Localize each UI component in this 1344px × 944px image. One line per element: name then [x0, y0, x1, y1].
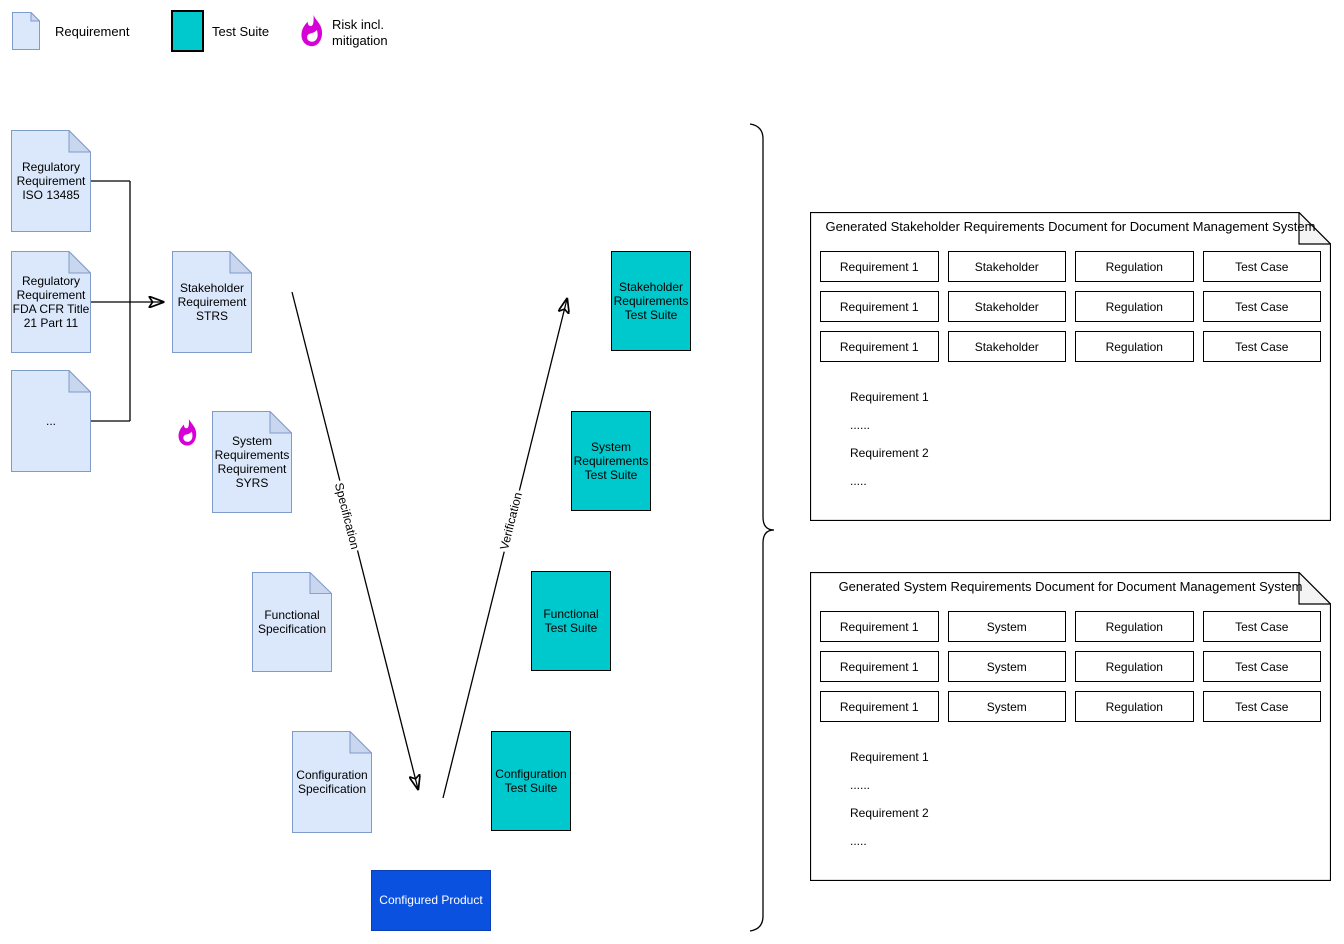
functional-test-suite-box: Functional Test Suite: [531, 571, 611, 671]
curly-brace: [749, 123, 775, 932]
cell-regulation: Regulation: [1075, 331, 1194, 362]
body-line: ......: [850, 418, 871, 432]
doc-label: Configuration Specification: [296, 767, 368, 796]
legend-test-suite-label: Test Suite: [212, 24, 270, 39]
note-document-icon: [11, 251, 91, 353]
cell-stakeholder: Stakeholder: [947, 291, 1066, 322]
stakeholder-requirements-test-suite-box: Stakeholder Requirements Test Suite: [611, 251, 691, 351]
system-requirements-test-suite-box: System Requirements Test Suite: [571, 411, 651, 511]
regulatory-docs-connector: [91, 180, 131, 422]
verification-edge-label: Verification: [496, 488, 526, 554]
cell-test-case: Test Case: [1202, 251, 1321, 282]
body-line: ......: [850, 778, 871, 792]
cell-system: System: [947, 651, 1066, 682]
legend-requirement-icon: [12, 12, 40, 50]
traceability-grid: Requirement 1 System Regulation Test Cas…: [820, 611, 1321, 722]
cell-regulation: Regulation: [1075, 611, 1194, 642]
cell-requirement: Requirement 1: [820, 611, 939, 642]
cell-test-case: Test Case: [1202, 331, 1321, 362]
product-label: Configured Product: [379, 893, 483, 908]
cell-test-case: Test Case: [1202, 611, 1321, 642]
note-document-icon: [212, 411, 292, 513]
generated-stakeholder-requirements-panel: Generated Stakeholder Requirements Docum…: [810, 212, 1331, 521]
test-suite-label: System Requirements Test Suite: [573, 439, 649, 483]
doc-stakeholder-requirement-strs: Stakeholder Requirement STRS: [172, 251, 252, 353]
doc-regulatory-ellipsis: ...: [11, 370, 91, 472]
test-suite-label: Stakeholder Requirements Test Suite: [613, 279, 689, 323]
test-suite-label: Functional Test Suite: [543, 606, 599, 635]
cell-system: System: [947, 691, 1066, 722]
cell-requirement: Requirement 1: [820, 331, 939, 362]
cell-requirement: Requirement 1: [820, 691, 939, 722]
cell-test-case: Test Case: [1202, 651, 1321, 682]
doc-label: Functional Specification: [257, 607, 327, 636]
requirements-body-text: Requirement 1 ...... Requirement 2 .....: [850, 390, 929, 502]
cell-requirement: Requirement 1: [820, 251, 939, 282]
body-line: Requirement 2: [850, 806, 929, 820]
legend-requirement-label: Requirement: [55, 24, 130, 39]
generated-system-requirements-panel: Generated System Requirements Document f…: [810, 572, 1331, 881]
cell-stakeholder: Stakeholder: [947, 251, 1066, 282]
note-document-icon: [11, 130, 91, 232]
doc-label: Stakeholder Requirement STRS: [177, 280, 247, 324]
note-document-icon: [172, 251, 252, 353]
legend-risk-label: Risk incl. mitigation: [332, 17, 388, 49]
body-line: Requirement 1: [850, 750, 929, 764]
configured-product-box: Configured Product: [371, 870, 491, 931]
table-row: Requirement 1 Stakeholder Regulation Tes…: [820, 291, 1321, 322]
panel-title: Generated Stakeholder Requirements Docum…: [825, 219, 1316, 234]
requirements-body-text: Requirement 1 ...... Requirement 2 .....: [850, 750, 929, 862]
test-suite-label: Configuration Test Suite: [495, 766, 567, 795]
body-line: .....: [850, 474, 867, 488]
cell-requirement: Requirement 1: [820, 291, 939, 322]
cell-test-case: Test Case: [1202, 291, 1321, 322]
doc-label: ...: [45, 413, 56, 428]
document-panel-outline: [810, 212, 1331, 521]
table-row: Requirement 1 System Regulation Test Cas…: [820, 651, 1321, 682]
cell-regulation: Regulation: [1075, 251, 1194, 282]
risk-flame-icon: [178, 418, 197, 446]
doc-label: System Requirements Requirement SYRS: [214, 433, 290, 491]
cell-stakeholder: Stakeholder: [947, 331, 1066, 362]
specification-edge-label: Specification: [331, 479, 363, 553]
configuration-test-suite-box: Configuration Test Suite: [491, 731, 571, 831]
doc-configuration-specification: Configuration Specification: [292, 731, 372, 833]
document-panel-outline: [810, 572, 1331, 881]
note-document-icon: [11, 370, 91, 472]
cell-requirement: Requirement 1: [820, 651, 939, 682]
doc-regulatory-iso13485: Regulatory Requirement ISO 13485: [11, 130, 91, 232]
legend-test-suite-icon: [171, 10, 204, 52]
table-row: Requirement 1 Stakeholder Regulation Tes…: [820, 251, 1321, 282]
body-line: Requirement 1: [850, 390, 929, 404]
cell-test-case: Test Case: [1202, 691, 1321, 722]
doc-regulatory-fda-cfr: Regulatory Requirement FDA CFR Title 21 …: [11, 251, 91, 353]
traceability-grid: Requirement 1 Stakeholder Regulation Tes…: [820, 251, 1321, 362]
doc-label: Regulatory Requirement FDA CFR Title 21 …: [12, 273, 90, 331]
note-document-icon: [12, 12, 40, 50]
doc-label: Regulatory Requirement ISO 13485: [16, 159, 86, 203]
cell-regulation: Regulation: [1075, 291, 1194, 322]
cell-regulation: Regulation: [1075, 691, 1194, 722]
body-line: .....: [850, 834, 867, 848]
table-row: Requirement 1 Stakeholder Regulation Tes…: [820, 331, 1321, 362]
cell-regulation: Regulation: [1075, 651, 1194, 682]
panel-title: Generated System Requirements Document f…: [838, 579, 1303, 594]
table-row: Requirement 1 System Regulation Test Cas…: [820, 691, 1321, 722]
doc-system-requirements-syrs: System Requirements Requirement SYRS: [212, 411, 292, 513]
body-line: Requirement 2: [850, 446, 929, 460]
risk-flame-icon: [301, 14, 323, 47]
doc-functional-specification: Functional Specification: [252, 572, 332, 672]
cell-system: System: [947, 611, 1066, 642]
table-row: Requirement 1 System Regulation Test Cas…: [820, 611, 1321, 642]
